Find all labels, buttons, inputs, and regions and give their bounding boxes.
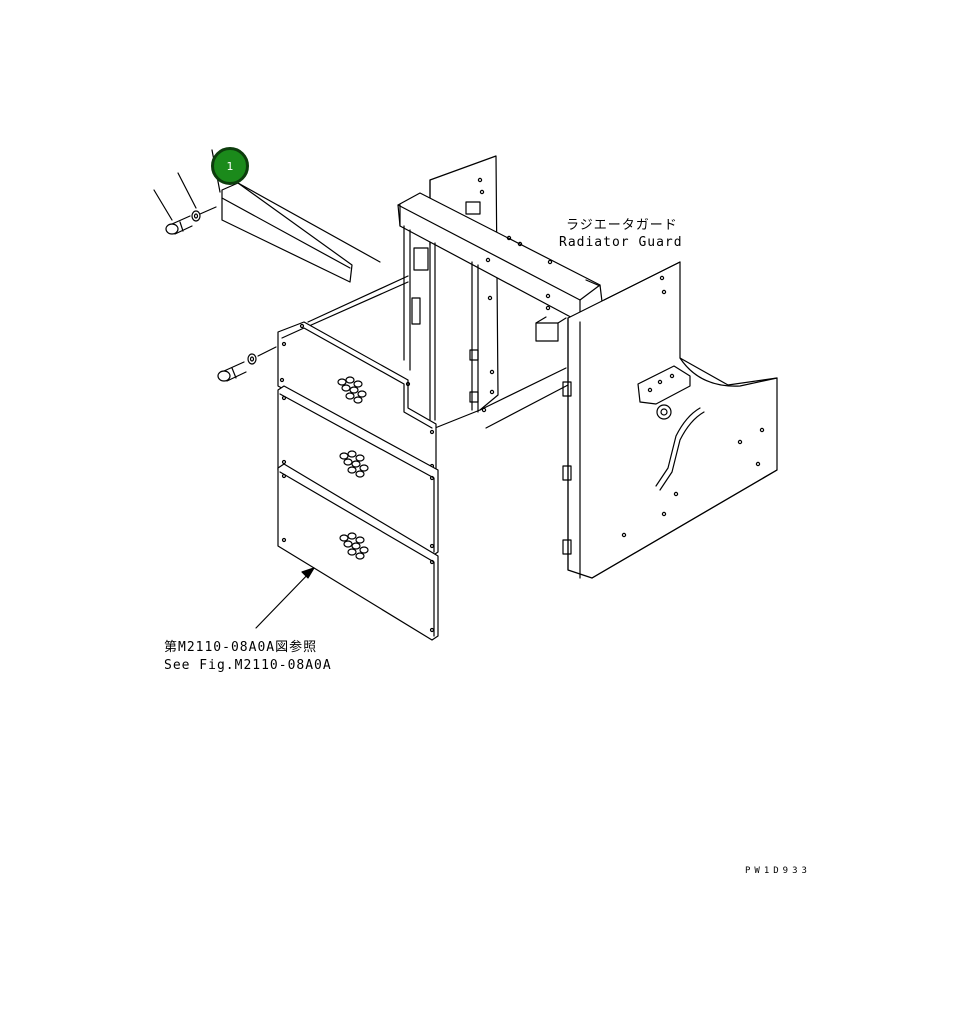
hole-cluster-top bbox=[337, 376, 367, 404]
radiator-guard-label-jp: ラジエータガード bbox=[566, 218, 678, 233]
callout-1-bubble[interactable]: 1 bbox=[211, 147, 249, 185]
see-fig-label-en: See Fig.M2110-08A0A bbox=[164, 658, 332, 673]
see-fig-label-jp: 第M2110-08A0A図参照 bbox=[164, 640, 318, 655]
part-1-bar bbox=[221, 182, 381, 283]
hole-cluster-middle bbox=[339, 450, 369, 478]
part-1-bolt bbox=[165, 206, 217, 235]
callout-1-number: 1 bbox=[226, 159, 234, 173]
radiator-guard bbox=[397, 155, 778, 579]
radiator-guard-label-en: Radiator Guard bbox=[559, 235, 683, 250]
hole-cluster-bottom bbox=[339, 532, 369, 560]
grille-panels bbox=[277, 321, 439, 641]
reference-arrow bbox=[255, 567, 315, 629]
drawing-code: PW1D933 bbox=[745, 866, 811, 876]
panel-bolt bbox=[217, 275, 409, 382]
